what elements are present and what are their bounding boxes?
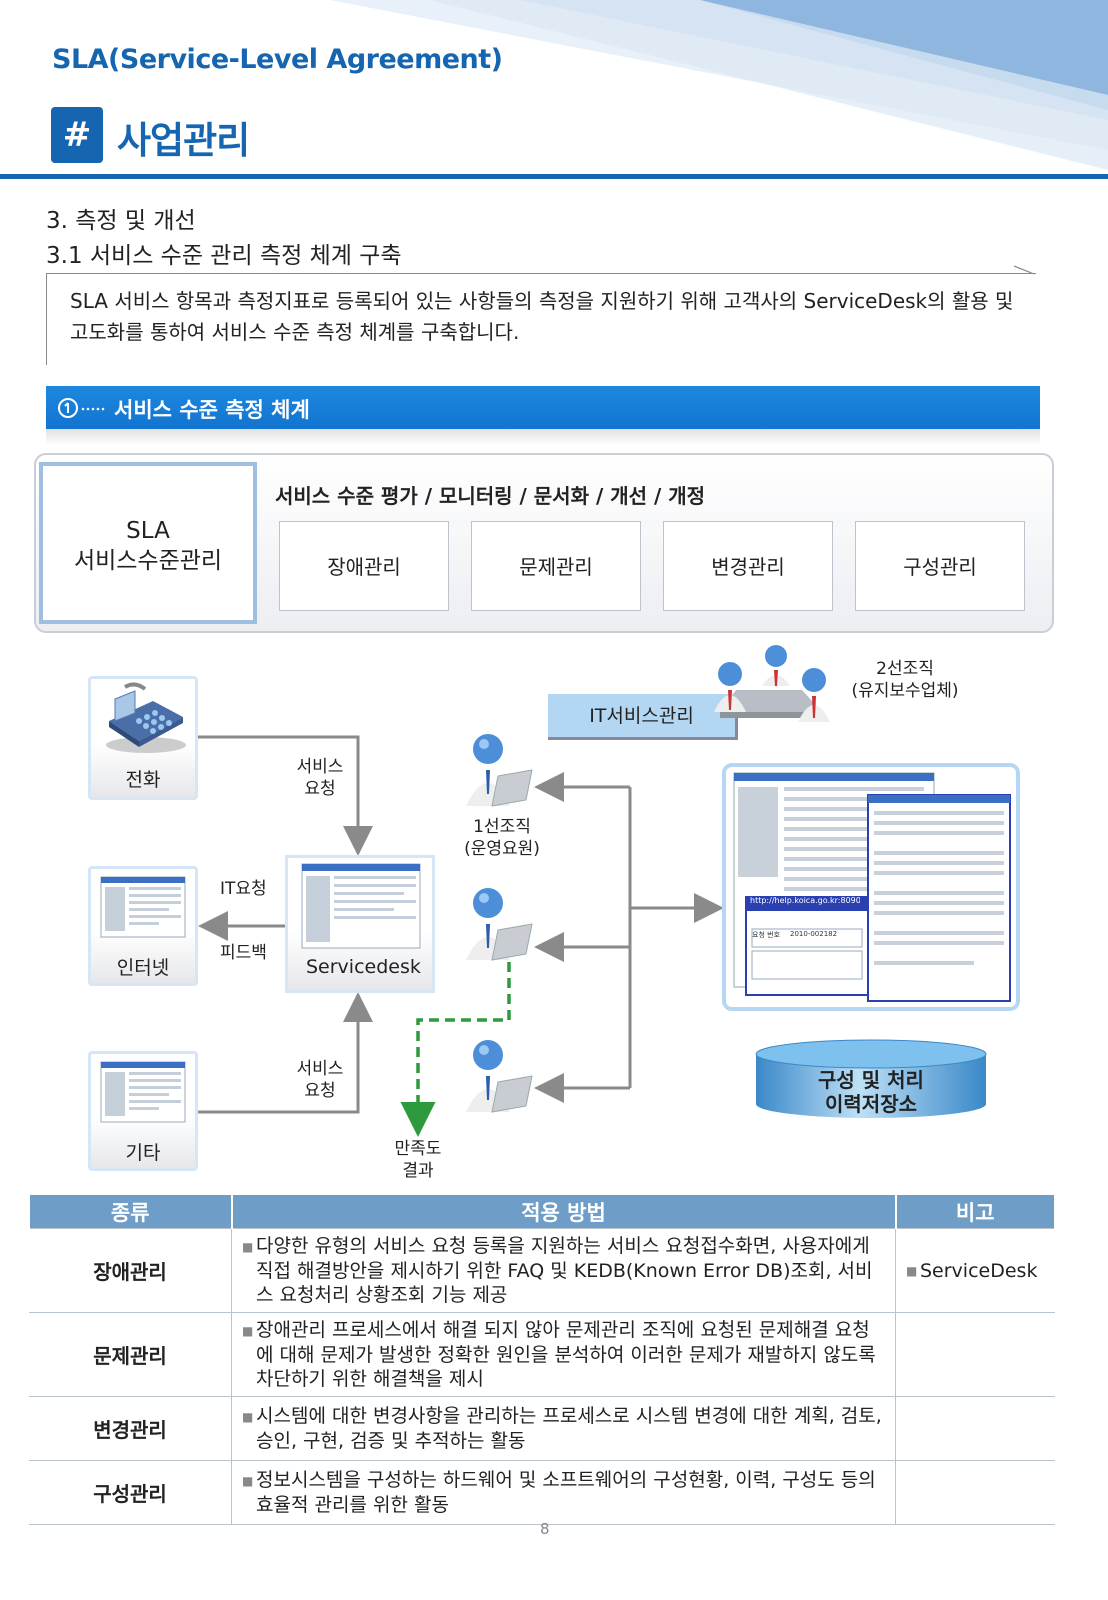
table-cell-method: ■장애관리 프로세스에서 해결 되지 않아 문제관리 조직에 요청된 문제해결 … (231, 1312, 896, 1397)
table-row: 구성관리 ■정보시스템을 구성하는 하드웨어 및 소프트웨어의 구성현황, 이력… (29, 1460, 1055, 1525)
repository-line2: 이력저장소 (825, 1092, 917, 1116)
person-laptop-icon (466, 734, 533, 807)
service-request-label-top: 서비스 요청 (282, 756, 358, 800)
table-cell-kind: 구성관리 (29, 1460, 232, 1525)
box-incident-mgmt: 장애관리 (279, 521, 449, 611)
hash-badge: # (51, 107, 103, 163)
framework-heading: 서비스 수준 평가 / 모니터링 / 문서화 / 개선 / 개정 (275, 484, 706, 508)
repository-label: 구성 및 처리 이력저장소 (752, 1068, 990, 1116)
person-laptop-icon (466, 888, 533, 961)
table-header-kind: 종류 (28, 1195, 233, 1229)
table-cell-note (895, 1312, 1055, 1397)
meeting-icon (714, 645, 830, 722)
application-table: 종류 적용 방법 비고 장애관리 ■다양한 유형의 서비스 요청 등록을 지원하… (28, 1195, 1056, 1525)
second-line-line1: 2선조직 (876, 659, 934, 679)
system-screenshots (733, 772, 1011, 1002)
sla-box: SLA 서비스수준관리 (39, 462, 257, 624)
source-other-card: 기타 (88, 1051, 198, 1171)
document-title: SLA(Service-Level Agreement) (52, 44, 503, 75)
heading-3-1: 3.1 서비스 수준 관리 측정 체계 구축 (46, 243, 402, 269)
source-internet-card: 인터넷 (88, 866, 198, 986)
screenshots-panel (722, 763, 1020, 1011)
table-header-method: 적용 방법 (230, 1195, 897, 1229)
screenshot-field-label: 요청 번호 (752, 931, 780, 939)
table-cell-note: ■ServiceDesk (895, 1228, 1055, 1313)
second-line-label: 2선조직 (유지보수업체) (842, 658, 968, 702)
bullet-icon: ■ (242, 1409, 254, 1424)
section-band-shadow (46, 429, 1040, 445)
servicedesk-card: Servicedesk (285, 855, 435, 993)
screenshot-field-value: 2010-002182 (790, 930, 838, 938)
method-text: 장애관리 프로세스에서 해결 되지 않아 문제관리 조직에 요청된 문제해결 요… (256, 1319, 876, 1390)
sla-box-line2: 서비스수준관리 (73, 548, 223, 574)
table-cell-kind: 문제관리 (29, 1312, 232, 1397)
box-config-mgmt: 구성관리 (855, 521, 1025, 611)
intro-paragraph: SLA 서비스 항목과 측정지표로 등록되어 있는 사항들의 측정을 지원하기 … (70, 289, 1014, 344)
source-phone-label: 전화 (125, 769, 161, 791)
table-cell-note (895, 1396, 1055, 1461)
screenshot-url: http://help.koica.go.kr:8090/ (750, 896, 860, 905)
feedback-label: 피드백 (220, 943, 267, 963)
page-number: 8 (540, 1520, 550, 1538)
person-laptop-icon (466, 1040, 533, 1113)
bullet-icon: ■ (242, 1473, 254, 1488)
box-change-mgmt: 변경관리 (663, 521, 833, 611)
it-service-mgmt-box: IT서비스관리 (548, 694, 738, 740)
table-row: 변경관리 ■시스템에 대한 변경사항을 관리하는 프로세스로 시스템 변경에 대… (29, 1396, 1055, 1461)
section-title: 사업관리 (117, 119, 250, 162)
box-problem-mgmt: 문제관리 (471, 521, 641, 611)
method-text: 다양한 유형의 서비스 요청 등록을 지원하는 서비스 요청접수화면, 사용자에… (256, 1235, 873, 1306)
method-text: 시스템에 대한 변경사항을 관리하는 프로세스로 시스템 변경에 대한 계획, … (256, 1405, 882, 1452)
service-request-line2: 요청 (304, 779, 336, 799)
table-row: 문제관리 ■장애관리 프로세스에서 해결 되지 않아 문제관리 조직에 요청된 … (29, 1312, 1055, 1397)
browser-screenshot-icon (100, 1061, 186, 1123)
sla-box-line1: SLA (126, 518, 170, 544)
section-band (46, 386, 1040, 429)
table-cell-method: ■정보시스템을 구성하는 하드웨어 및 소프트웨어의 구성현황, 이력, 구성도… (231, 1460, 896, 1525)
browser-screenshot-icon (100, 876, 186, 938)
intro-rule-arrow (1013, 265, 1035, 275)
table-cell-kind: 장애관리 (29, 1228, 232, 1313)
diagram-connectors (198, 735, 724, 1137)
table-cell-method: ■시스템에 대한 변경사항을 관리하는 프로세스로 시스템 변경에 대한 계획,… (231, 1396, 896, 1461)
section-band-title: 서비스 수준 측정 체계 (114, 398, 310, 422)
info-circle-icon (58, 398, 105, 418)
table-cell-kind: 변경관리 (29, 1396, 232, 1461)
first-line-line2: (운영요원) (464, 839, 540, 859)
second-line-line2: (유지보수업체) (851, 681, 959, 701)
header-rule (0, 174, 1108, 179)
servicedesk-label: Servicedesk (306, 956, 421, 978)
note-text: ServiceDesk (920, 1259, 1038, 1282)
source-other-label: 기타 (125, 1142, 161, 1164)
satisfaction-line2: 결과 (402, 1161, 434, 1181)
intro-rule-left (46, 273, 47, 365)
servicedesk-screenshot (301, 863, 421, 949)
it-request-label: IT요청 (220, 879, 267, 899)
service-request-line2: 요청 (304, 1081, 336, 1101)
first-line-label: 1선조직 (운영요원) (456, 816, 548, 860)
heading-3: 3. 측정 및 개선 (46, 208, 196, 234)
database-icon (755, 1039, 987, 1118)
bullet-icon: ■ (906, 1264, 918, 1278)
service-request-line1: 서비스 (296, 1059, 344, 1079)
table-header-note: 비고 (894, 1195, 1056, 1229)
service-request-line1: 서비스 (296, 757, 344, 777)
method-text: 정보시스템을 구성하는 하드웨어 및 소프트웨어의 구성현황, 이력, 구성도 … (256, 1469, 876, 1516)
header-decoration (330, 0, 1108, 170)
bullet-icon: ■ (242, 1239, 254, 1254)
source-phone-card: 전화 (88, 676, 198, 800)
table-header-row: 종류 적용 방법 비고 (28, 1195, 1056, 1229)
table-row: 장애관리 ■다양한 유형의 서비스 요청 등록을 지원하는 서비스 요청접수화면… (29, 1228, 1055, 1313)
service-request-label-bottom: 서비스 요청 (282, 1058, 358, 1102)
source-internet-label: 인터넷 (116, 957, 170, 979)
table-cell-note (895, 1460, 1055, 1525)
satisfaction-line1: 만족도 (394, 1139, 442, 1159)
repository-line1: 구성 및 처리 (818, 1068, 924, 1092)
bullet-icon: ■ (242, 1323, 254, 1338)
table-cell-method: ■다양한 유형의 서비스 요청 등록을 지원하는 서비스 요청접수화면, 사용자… (231, 1228, 896, 1313)
phone-icon (106, 682, 186, 753)
satisfaction-label: 만족도 결과 (380, 1138, 456, 1182)
intro-rule (46, 273, 1036, 274)
first-line-line1: 1선조직 (473, 817, 531, 837)
